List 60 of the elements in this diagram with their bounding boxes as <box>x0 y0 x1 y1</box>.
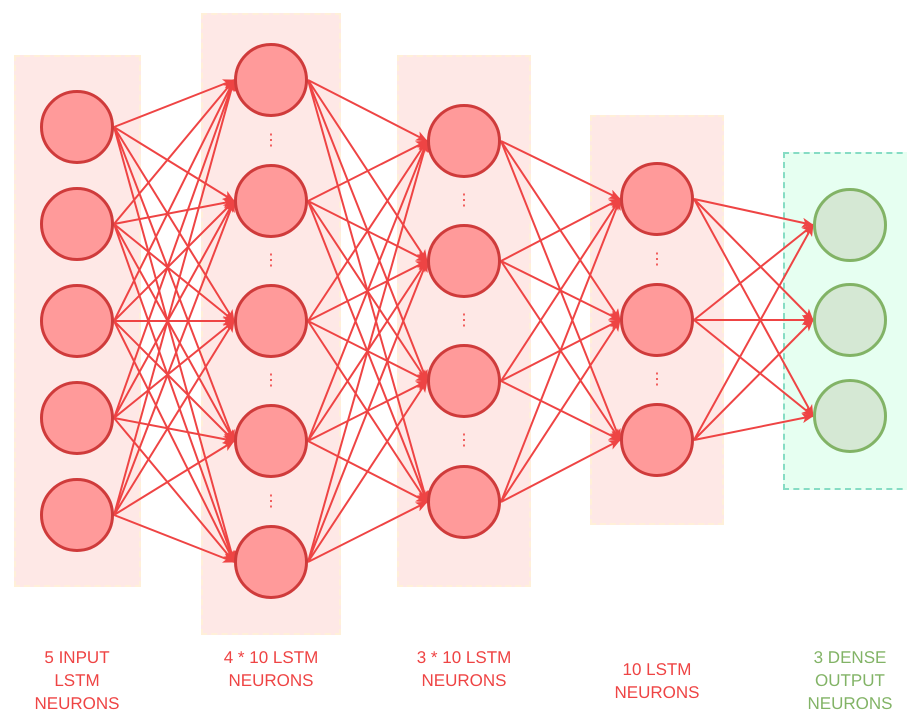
connection-arrow <box>114 79 235 128</box>
ellipsis-mark: ⋮ <box>456 192 472 210</box>
connection-arrow <box>307 79 428 262</box>
layer-band <box>590 115 724 525</box>
connection-arrow <box>500 319 621 503</box>
connection-arrow <box>308 79 428 142</box>
connection-arrow <box>693 319 814 417</box>
layer-label: 10 LSTM NEURONS <box>613 659 700 704</box>
connection-arrow <box>114 198 235 225</box>
connection-arrow <box>500 198 621 502</box>
connection-arrow <box>500 439 621 503</box>
layer-label: 5 INPUT LSTM NEURONS <box>33 647 120 715</box>
connection-arrow <box>308 320 428 382</box>
connection-arrow <box>114 514 235 563</box>
connection-arrow <box>693 198 814 417</box>
ellipsis-mark: ⋮ <box>456 432 472 450</box>
ellipsis-mark: ⋮ <box>263 372 279 390</box>
ellipsis-mark: ⋮ <box>649 251 665 269</box>
layer-label: 4 * 10 LSTM NEURONS <box>222 647 320 692</box>
ellipsis-mark: ⋮ <box>263 493 279 511</box>
connection-arrow <box>308 380 428 442</box>
connection-arrow <box>113 417 235 563</box>
connection-arrow <box>693 224 814 440</box>
connection-arrow <box>308 140 428 202</box>
ellipsis-mark: ⋮ <box>456 312 472 330</box>
connection-arrow <box>500 319 621 382</box>
connection-arrow <box>693 319 814 441</box>
connection-arrow <box>308 440 428 503</box>
connection-arrow <box>114 316 235 326</box>
connection-arrow <box>500 260 621 321</box>
connection-arrow <box>693 224 814 321</box>
connection-arrow <box>113 320 235 516</box>
layer-label: 3 * 10 LSTM NEURONS <box>416 647 512 692</box>
layer-label: 3 DENSE OUTPUT NEURONS <box>806 647 894 715</box>
connection-arrow <box>694 315 814 325</box>
connection-arrow <box>308 200 428 262</box>
layer-band <box>14 55 141 587</box>
connection-arrow <box>694 413 814 441</box>
connection-arrow <box>694 198 814 228</box>
ellipsis-mark: ⋮ <box>649 371 665 389</box>
ellipsis-mark: ⋮ <box>263 252 279 270</box>
connection-arrow <box>307 380 428 563</box>
connection-arrow <box>500 198 621 262</box>
connection-arrow <box>113 320 235 419</box>
layer-band <box>201 13 341 635</box>
connection-arrow <box>500 140 621 321</box>
connection-arrow <box>113 440 235 516</box>
connection-arrow <box>113 126 235 202</box>
connection-arrow <box>114 417 235 444</box>
connection-arrow <box>113 126 235 322</box>
ellipsis-mark: ⋮ <box>263 132 279 150</box>
layer-band <box>783 152 907 490</box>
connection-arrow <box>308 260 428 322</box>
connection-arrow <box>113 79 235 225</box>
connection-arrow <box>500 380 621 441</box>
connection-arrow <box>308 501 428 563</box>
layer-band <box>397 55 531 587</box>
connection-arrow <box>113 223 235 322</box>
connection-arrow <box>500 140 621 200</box>
connection-arrow <box>693 198 814 321</box>
